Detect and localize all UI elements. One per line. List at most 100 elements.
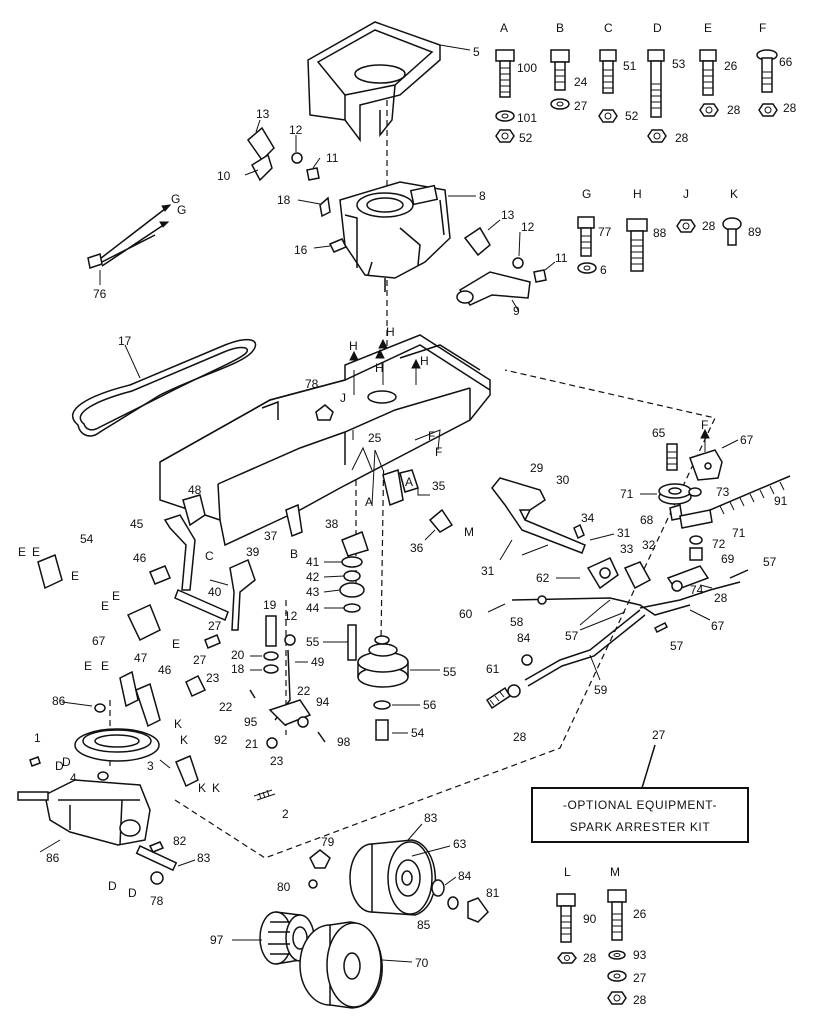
brake-rod-group: 65 67 F 71 73 91 68 71 72 69 28 74 67 — [620, 418, 791, 633]
callout-42: 55 — [443, 665, 457, 679]
engine-right-bracket: 13 12 11 6 9 — [456, 208, 568, 318]
callout-79: 80 — [277, 880, 291, 894]
callout-58: 58 — [510, 615, 524, 629]
washer-a — [495, 110, 515, 122]
bolt-d-head — [647, 49, 665, 62]
left-linkage: 45 48 46 37 B 38 C C 27 39 40 27 — [130, 483, 369, 667]
hardware-key: A B C D E F 100 101 52 24 27 51 52 — [495, 21, 797, 277]
callout-57-right: 57 — [670, 639, 684, 653]
callout-54-lower: 92 — [214, 733, 228, 747]
key-m-nut-no: 28 — [633, 993, 647, 1007]
key-letter-l: L — [564, 865, 571, 879]
center-pulley-stack: 41 42 43 44 55 55 56 54 — [306, 555, 457, 741]
callout-17: 17 — [118, 334, 132, 348]
bolt-a-thread — [500, 67, 510, 93]
letter-e-6: E — [172, 637, 180, 651]
key-letter-j: J — [683, 187, 689, 201]
key-letter-m: M — [610, 865, 620, 879]
callout-60: 60 — [459, 607, 473, 621]
callout-33: 33 — [620, 542, 634, 556]
optional-equipment-heading: -OPTIONAL EQUIPMENT- — [562, 798, 718, 812]
callout-46-upper: 46 — [133, 551, 147, 565]
nut-j — [676, 219, 696, 233]
key-b-bolt-no: 24 — [574, 75, 588, 89]
callout-8: 8 — [479, 189, 486, 203]
callout-67-far: 57 — [763, 555, 777, 569]
callout-94: 21 — [245, 737, 259, 751]
callout-76: 76 — [93, 287, 107, 301]
nut-d — [647, 129, 667, 143]
key-f-nut-no: 28 — [783, 101, 797, 115]
callout-16: 16 — [294, 243, 308, 257]
callout-62: 62 — [536, 571, 550, 585]
letter-m: M — [464, 525, 474, 539]
letter-h-2: H — [386, 325, 395, 339]
callout-5: 5 — [473, 45, 480, 59]
callout-29: 29 — [530, 461, 544, 475]
callout-25: 25 — [368, 431, 382, 445]
key-h-bolt-no: 88 — [653, 226, 667, 240]
key-a-nut-no: 52 — [519, 131, 533, 145]
callout-40: 43 — [306, 585, 320, 599]
callout-4: 86 — [46, 851, 60, 865]
key-e-bolt-no: 26 — [724, 59, 738, 73]
callout-84-rod: 84 — [517, 631, 531, 645]
callout-82: 83 — [197, 851, 211, 865]
callout-55-upper: 54 — [80, 532, 94, 546]
letter-f-1: F — [428, 429, 435, 443]
callout-73: 91 — [774, 494, 788, 508]
letter-e-4: E — [101, 599, 109, 613]
callout-31-right: 31 — [617, 526, 631, 540]
callout-69: 28 — [714, 591, 728, 605]
callout-31-left: 31 — [481, 564, 495, 578]
callout-97: 70 — [415, 956, 429, 970]
callout-32: 32 — [642, 538, 656, 552]
callout-20: 49 — [311, 655, 325, 669]
letter-b: B — [290, 547, 298, 561]
callout-47: 27 — [208, 619, 222, 633]
letter-d-4: D — [128, 886, 137, 900]
shift-lever-assembly: 29 30 34 31 31 33 32 62 60 58 57 57 59 6… — [459, 461, 691, 744]
chute-bracket-group: 13 12 11 10 — [217, 107, 339, 183]
left-brackets: 54 E E E 67 E E E 47 E E 46 K K 92 K K — [18, 532, 228, 795]
callout-3: 4 — [70, 771, 77, 785]
optional-equipment-box: -OPTIONAL EQUIPMENT- SPARK ARRESTER KIT — [531, 787, 749, 843]
callout-21: 23 — [270, 754, 284, 768]
drive-belt: 17 — [71, 334, 257, 437]
key-c-bolt-no: 51 — [623, 59, 637, 73]
bolt-c-head — [599, 49, 617, 62]
callout-95: 22 — [297, 684, 311, 698]
callout-83-left: 78 — [150, 894, 164, 908]
callout-27-b: 44 — [306, 601, 320, 615]
callout-54-upper: 46 — [158, 663, 172, 677]
key-k-bolt-no: 89 — [748, 225, 762, 239]
bolt-e-head — [699, 49, 717, 62]
letter-k-1: K — [174, 717, 182, 731]
discharge-chute: 5 — [307, 21, 480, 143]
callout-11-right: 11 — [555, 251, 568, 265]
key-letter-d: D — [653, 21, 662, 35]
nut-e — [699, 103, 719, 117]
callout-10: 10 — [217, 169, 231, 183]
callout-12-top: 12 — [289, 123, 303, 137]
callout-70: 65 — [652, 426, 666, 440]
callout-78-frame: 78 — [305, 377, 319, 391]
letter-j: J — [340, 391, 346, 405]
engine: 8 18 16 — [277, 181, 486, 292]
letter-h-1: H — [349, 339, 358, 353]
letter-a-2: A — [365, 495, 373, 509]
wheel-assemblies: 79 80 83 63 84 85 81 97 70 — [210, 811, 500, 1009]
callout-67-left: 40 — [208, 585, 222, 599]
callout-59: 59 — [594, 683, 608, 697]
key-l-bolt-no: 90 — [583, 912, 597, 926]
key-m-washer1-no: 93 — [633, 948, 647, 962]
callout-41: 55 — [306, 635, 320, 649]
callout-48-lower: 39 — [246, 545, 260, 559]
callout-46-lower: 27 — [193, 653, 207, 667]
letter-e-7: E — [84, 659, 92, 673]
callout-65: 67 — [740, 433, 754, 447]
bolt-a-head — [495, 49, 515, 62]
callout-39: 42 — [306, 570, 320, 584]
spark-arrester-kit-label: SPARK ARRESTER KIT — [569, 820, 711, 834]
